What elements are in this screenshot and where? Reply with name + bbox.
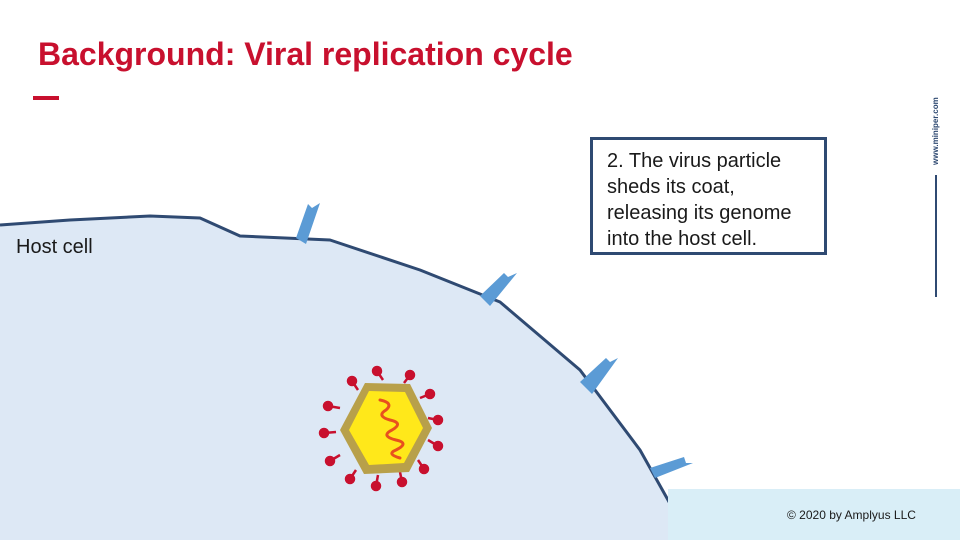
receptor — [650, 457, 693, 478]
footer-band — [668, 489, 960, 540]
page-title: Background: Viral replication cycle — [38, 36, 573, 72]
capsid-spikes — [318, 365, 444, 492]
receptor — [480, 273, 517, 306]
capsid-inner — [349, 391, 423, 465]
callout-line: 2. The virus particle — [607, 150, 782, 172]
brand-watermark: www.miniper.com — [922, 95, 950, 300]
callout-line: releasing its genome — [607, 202, 792, 224]
brand-divider — [935, 175, 937, 297]
step-2-callout: 2. The virus particle sheds its coat, re… — [590, 137, 827, 255]
callout-line: into the host cell. — [607, 228, 758, 250]
host-cell-membrane — [0, 214, 692, 540]
host-cell-body — [0, 216, 690, 540]
membrane-receptors — [296, 203, 693, 478]
brand-watermark-text: www.miniper.com — [931, 97, 940, 165]
copyright-notice: © 2020 by Amplyus LLC — [787, 508, 916, 522]
callout-line: sheds its coat, — [607, 176, 735, 198]
viral-genome — [378, 398, 405, 460]
host-cell-label: Host cell — [16, 236, 93, 258]
title-underline — [33, 96, 59, 100]
receptor — [296, 203, 320, 244]
receptor — [580, 358, 618, 394]
virus-particle — [318, 365, 444, 492]
